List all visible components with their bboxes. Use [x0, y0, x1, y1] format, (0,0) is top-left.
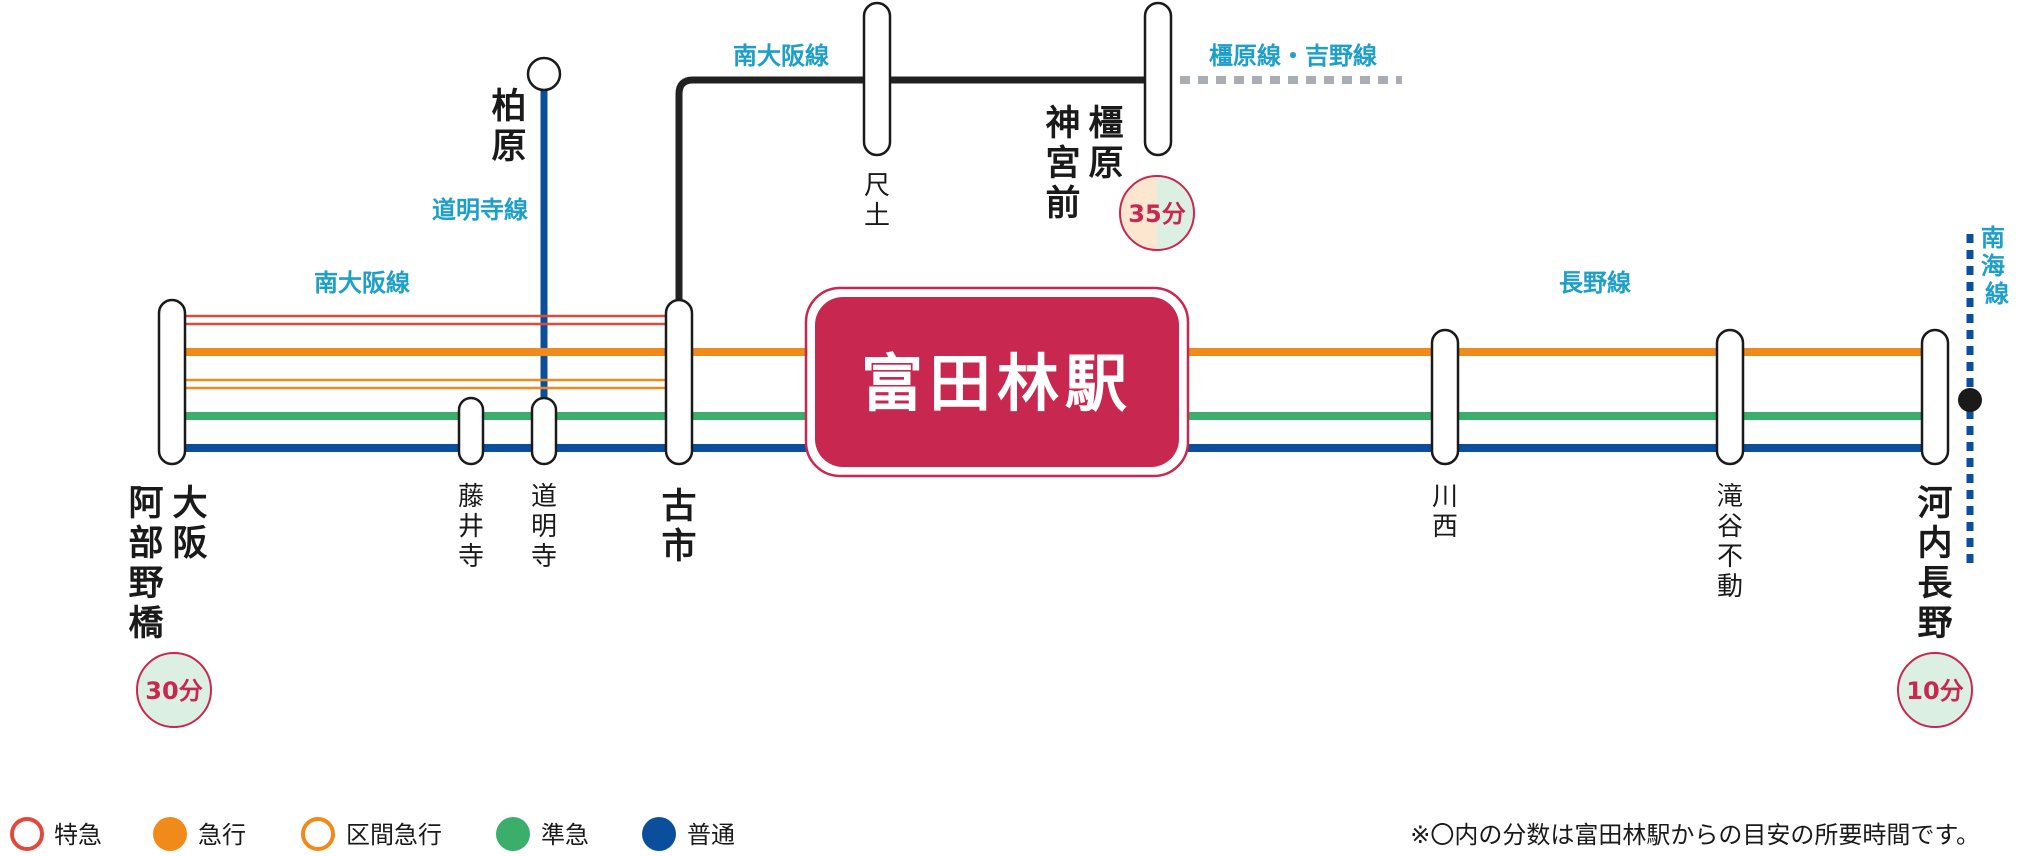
kawachi-char: 内 — [1917, 524, 1952, 564]
abeno-char: 部 — [128, 524, 163, 564]
domyoji-char: 明 — [531, 512, 557, 542]
abeno-char: 橋 — [128, 604, 164, 644]
kashiwara-char: 原 — [491, 127, 526, 167]
kashihara-char: 宮 — [1045, 144, 1080, 184]
station-capsule-abeno — [157, 298, 187, 466]
minutes-badge-abeno — [136, 652, 212, 728]
station-name-furuichi: 古市 — [661, 487, 696, 567]
legend-icon-limited-express — [10, 817, 44, 851]
takidani-char: 不 — [1717, 542, 1743, 572]
station-capsule-domyoji — [530, 396, 558, 466]
station-name-kawanishi: 川西 — [1432, 482, 1458, 542]
station-capsule-kashiharajingumae — [1143, 1, 1173, 157]
fujiidera-char: 藤 — [458, 482, 484, 512]
kawachi-char: 野 — [1917, 604, 1952, 644]
furuichi-char: 古 — [661, 487, 696, 527]
minutes-badge-kashihara-right — [1157, 176, 1194, 250]
minutes-text-kashiharajingumae: 35分 — [1128, 200, 1185, 228]
station-capsule-kawanishi — [1430, 328, 1460, 466]
footnote: ※〇内の分数は富田林駅からの目安の所要時間です。 — [1410, 821, 1980, 849]
station-name-domyoji: 道明寺 — [531, 482, 557, 572]
legend-icon-section-express — [301, 817, 335, 851]
abeno-char: 野 — [128, 564, 163, 604]
takidani-char: 動 — [1717, 572, 1743, 602]
legend-label-express: 急行 — [198, 821, 246, 849]
legend-label-semi-express: 準急 — [541, 821, 589, 849]
fujiidera-char: 井 — [458, 512, 484, 542]
kawanishi-char: 西 — [1432, 512, 1458, 542]
line-label-minami-osaka-left: 南大阪線 — [314, 269, 410, 297]
kashiwara-char: 柏 — [491, 87, 526, 127]
line-label-nagano: 長野線 — [1559, 269, 1631, 297]
station-capsule-kawachinagano — [1920, 328, 1950, 466]
fujiidera-char: 寺 — [458, 542, 484, 572]
kashihara-char: 橿 — [1088, 104, 1123, 144]
takidani-char: 谷 — [1717, 512, 1743, 542]
station-capsule-furuichi — [664, 298, 694, 466]
kawachi-char: 長 — [1917, 564, 1953, 604]
legend-label-section-express: 区間急行 — [346, 821, 442, 849]
main-station-name: 富田林駅 — [861, 347, 1133, 420]
kawanishi-char: 川 — [1432, 482, 1458, 512]
minutes-badge-kawachinagano — [1897, 652, 1973, 728]
legend-icon-express — [153, 817, 187, 851]
shakudo-char: 尺 — [864, 171, 890, 201]
line-label-nankai: 南 海 線 — [1981, 224, 2013, 308]
kawachi-char: 河 — [1917, 484, 1952, 524]
kashihara-char: 神 — [1045, 104, 1080, 144]
kashiwara-terminal-circle — [526, 56, 562, 92]
minami-osaka-branch-line — [675, 76, 1158, 300]
legend-icon-local — [642, 817, 676, 851]
shakudo-char: 土 — [864, 201, 890, 231]
kashihara-char: 前 — [1045, 184, 1080, 224]
line-label-kashihara-yoshino: 橿原線・吉野線 — [1209, 42, 1377, 70]
abeno-char: 阪 — [172, 524, 207, 564]
minutes-badge-kashihara-left — [1120, 176, 1157, 250]
line-label-minami-osaka-top: 南大阪線 — [733, 42, 829, 70]
takidani-char: 滝 — [1717, 482, 1743, 512]
kashihara-char: 原 — [1088, 144, 1123, 184]
minutes-text-abeno: 30分 — [145, 677, 202, 705]
station-capsule-takidanifudo — [1715, 328, 1745, 466]
station-name-fujiidera: 藤井寺 — [458, 482, 484, 572]
station-name-shakudo: 尺土 — [864, 171, 890, 231]
abeno-char: 阿 — [128, 484, 163, 524]
legend-icon-semi-express — [496, 817, 530, 851]
nankai-char-1: 南 — [1981, 224, 2005, 252]
nankai-junction-dot — [1958, 388, 1982, 412]
abeno-char: 大 — [172, 484, 207, 524]
station-capsule-fujiidera — [457, 396, 485, 466]
nankai-char-3: 線 — [1985, 280, 2009, 308]
minutes-badge-kashiharajingumae — [1119, 175, 1195, 251]
domyoji-char: 寺 — [531, 542, 557, 572]
station-name-kashiwara: 柏原 — [491, 87, 526, 167]
minutes-text-kawachinagano: 10分 — [1906, 677, 1963, 705]
main-station-box — [815, 297, 1179, 467]
station-capsule-shakudo — [862, 1, 892, 157]
nankai-char-2: 海 — [1981, 252, 2005, 280]
domyoji-char: 道 — [531, 482, 557, 512]
legend-label-local: 普通 — [687, 821, 735, 849]
legend-label-limited-express: 特急 — [54, 821, 102, 849]
furuichi-char: 市 — [661, 527, 696, 567]
line-label-domyoji: 道明寺線 — [432, 196, 528, 224]
